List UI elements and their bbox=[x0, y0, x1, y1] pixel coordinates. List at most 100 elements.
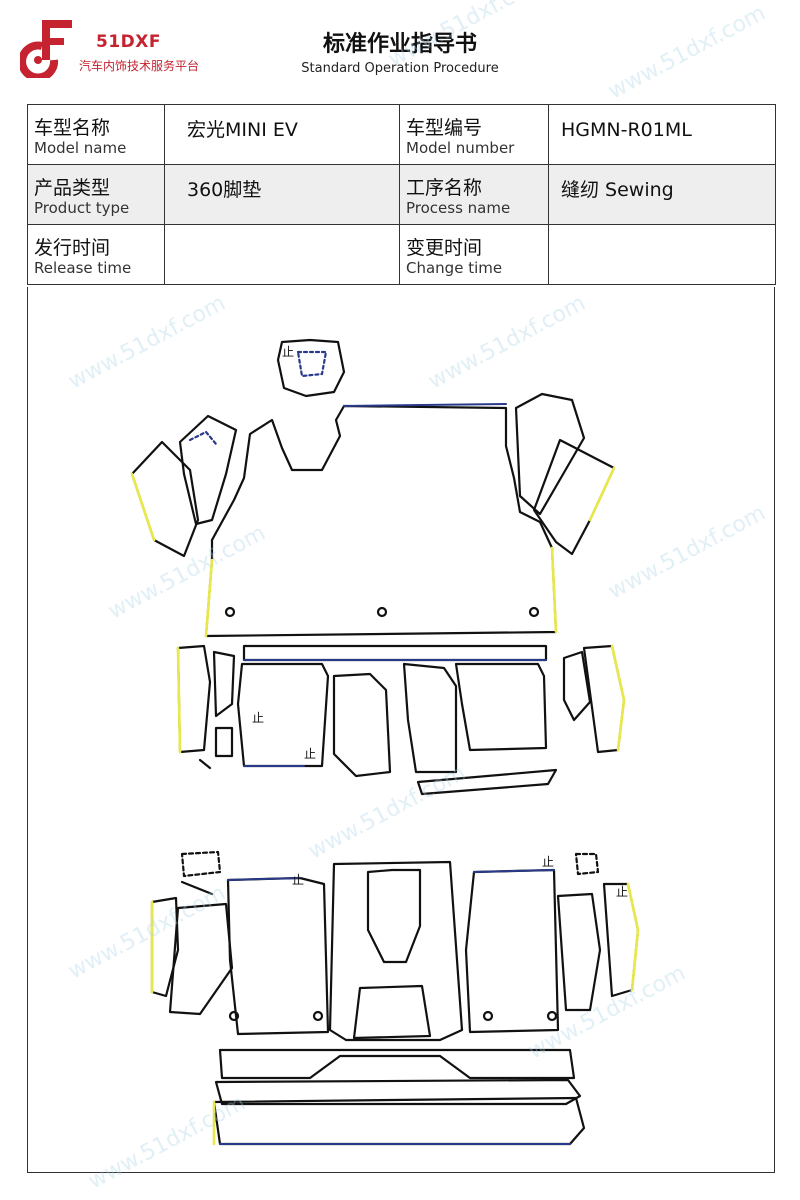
value-text bbox=[165, 225, 399, 239]
label-cn: 车型编号 bbox=[406, 117, 483, 139]
grommet-hole bbox=[546, 1010, 558, 1022]
grommet-hole bbox=[376, 606, 388, 618]
label-en: Release time bbox=[34, 259, 132, 277]
floor-mat-pattern-diagram: 止 止 止 止 止 止 bbox=[130, 338, 640, 1146]
piece-middle-left-block bbox=[214, 726, 234, 758]
piece-front-left-inner bbox=[178, 414, 238, 526]
up-mark: 止 bbox=[252, 711, 264, 725]
label-en: Model number bbox=[406, 139, 515, 157]
up-mark: 止 bbox=[542, 855, 554, 869]
brand-name: 51DXF bbox=[96, 32, 161, 52]
seam-middle-left-outer bbox=[176, 646, 182, 754]
seam-top-edge bbox=[343, 403, 507, 407]
seam-front-left-outer bbox=[130, 472, 156, 542]
piece-middle-left-main bbox=[236, 662, 330, 768]
piece-top-inner bbox=[296, 350, 328, 378]
seam-middle-right-outer bbox=[610, 644, 626, 752]
up-direction-marks: 止 止 止 止 止 止 bbox=[252, 345, 628, 899]
piece-middle-right-outer bbox=[582, 644, 626, 754]
grommet-hole bbox=[224, 606, 236, 618]
pattern-pieces bbox=[130, 338, 640, 1146]
up-mark: 止 bbox=[616, 885, 628, 899]
label-cn: 发行时间 bbox=[34, 237, 111, 259]
label-cn: 工序名称 bbox=[406, 177, 483, 199]
up-mark: 止 bbox=[282, 345, 294, 359]
piece-top-small bbox=[276, 338, 346, 398]
piece-middle-left-tab bbox=[198, 758, 212, 770]
piece-rear-right-tab bbox=[574, 852, 600, 876]
up-mark: 止 bbox=[292, 873, 304, 887]
piece-middle-left-outer bbox=[176, 644, 212, 754]
piece-middle-bottom-strip bbox=[416, 768, 558, 796]
piece-middle-right-main bbox=[454, 662, 548, 752]
label-cn: 变更时间 bbox=[406, 237, 483, 259]
value-process-name: 缝纫 Sewing bbox=[548, 164, 776, 225]
piece-trunk-upper bbox=[218, 1048, 576, 1080]
label-cn: 产品类型 bbox=[34, 177, 111, 199]
piece-rear-left-slit bbox=[180, 880, 214, 896]
value-release-time bbox=[164, 224, 400, 285]
label-en: Model name bbox=[34, 139, 127, 157]
value-text: 缝纫 Sewing bbox=[561, 179, 674, 201]
piece-rear-center-block bbox=[352, 984, 432, 1040]
piece-rear-center-notch bbox=[366, 868, 422, 964]
piece-rear-left-main bbox=[226, 876, 330, 1036]
piece-front-left-outer bbox=[130, 440, 200, 558]
seam-left-edge bbox=[204, 558, 214, 638]
piece-front-right-inner bbox=[514, 392, 586, 516]
label-en: Process name bbox=[406, 199, 511, 217]
grommet-hole bbox=[528, 606, 540, 618]
seam-rear-left-main bbox=[227, 877, 301, 881]
piece-rear-center bbox=[328, 860, 464, 1042]
value-model-name: 宏光MINI EV bbox=[164, 104, 400, 165]
seam-right-edge bbox=[550, 546, 558, 634]
document-title: 标准作业指导书 Standard Operation Procedure bbox=[250, 30, 550, 78]
value-model-number: HGMN-R01ML bbox=[548, 104, 776, 165]
header: 51DXF 汽车内饰技术服务平台 标准作业指导书 Standard Operat… bbox=[0, 0, 800, 100]
seam-front-left-inner bbox=[188, 430, 218, 446]
brand-logo: 51DXF 汽车内饰技术服务平台 bbox=[20, 16, 230, 86]
piece-trunk-middle bbox=[214, 1078, 582, 1106]
title-chinese: 标准作业指导书 bbox=[322, 32, 477, 57]
grommet-hole bbox=[228, 1010, 240, 1022]
piece-front-main-mat bbox=[204, 404, 558, 638]
piece-trunk-lower bbox=[212, 1096, 586, 1146]
value-text: HGMN-R01ML bbox=[561, 119, 692, 141]
label-en: Product type bbox=[34, 199, 130, 217]
value-text bbox=[549, 225, 775, 239]
up-mark: 止 bbox=[304, 747, 316, 761]
piece-rear-left-tab bbox=[180, 850, 222, 878]
logo-icon bbox=[20, 20, 72, 78]
seam-rear-right-outer bbox=[626, 882, 640, 992]
piece-rear-right-main bbox=[464, 868, 560, 1034]
seam-front-right-outer bbox=[588, 466, 616, 522]
label-cn: 车型名称 bbox=[34, 117, 111, 139]
title-english: Standard Operation Procedure bbox=[301, 61, 499, 76]
label-en: Change time bbox=[406, 259, 503, 277]
piece-rear-right-inner bbox=[556, 892, 602, 1012]
piece-middle-right-strip bbox=[562, 650, 592, 722]
value-product-type: 360脚垫 bbox=[164, 164, 400, 225]
grommet-hole bbox=[312, 1010, 324, 1022]
grommet-hole bbox=[482, 1010, 494, 1022]
seam-rear-right-main bbox=[473, 869, 555, 873]
piece-tunnel-right bbox=[402, 662, 458, 774]
value-change-time bbox=[548, 224, 776, 285]
brand-tagline: 汽车内饰技术服务平台 bbox=[79, 59, 200, 73]
piece-tunnel-left bbox=[332, 672, 392, 778]
diagram-frame bbox=[27, 287, 775, 1173]
value-text: 360脚垫 bbox=[187, 179, 262, 201]
value-text: 宏光MINI EV bbox=[187, 119, 298, 141]
piece-middle-left-strip bbox=[212, 650, 236, 718]
piece-middle-band bbox=[242, 644, 548, 662]
